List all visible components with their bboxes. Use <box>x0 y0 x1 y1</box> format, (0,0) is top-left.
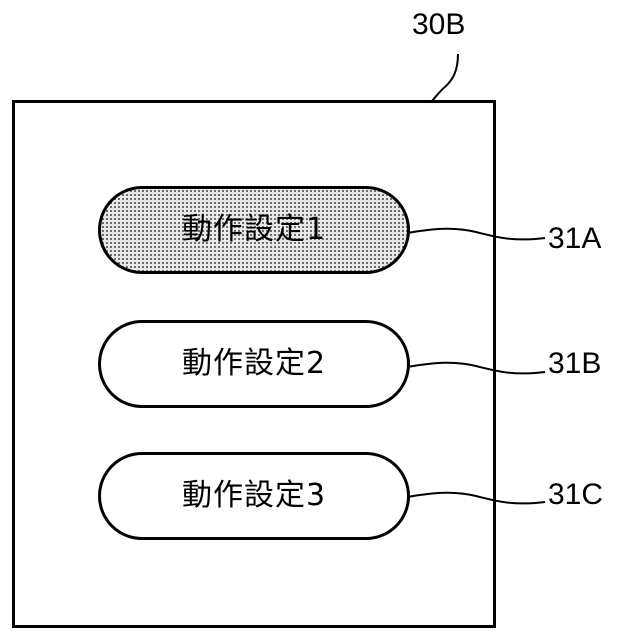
button-1-reference-label: 31A <box>548 224 601 254</box>
operation-setting-2-label: 動作設定2 <box>182 349 326 379</box>
operation-setting-1-button[interactable]: 動作設定1 <box>98 186 410 274</box>
panel-reference-label: 30B <box>412 10 465 40</box>
leader-line-30b <box>432 54 458 101</box>
button-3-reference-label: 31C <box>548 480 603 510</box>
operation-setting-3-label: 動作設定3 <box>182 481 326 511</box>
button-2-reference-label: 31B <box>548 349 601 379</box>
operation-setting-3-button[interactable]: 動作設定3 <box>98 452 410 540</box>
operation-setting-1-label: 動作設定1 <box>182 215 326 245</box>
operation-setting-2-button[interactable]: 動作設定2 <box>98 320 410 408</box>
